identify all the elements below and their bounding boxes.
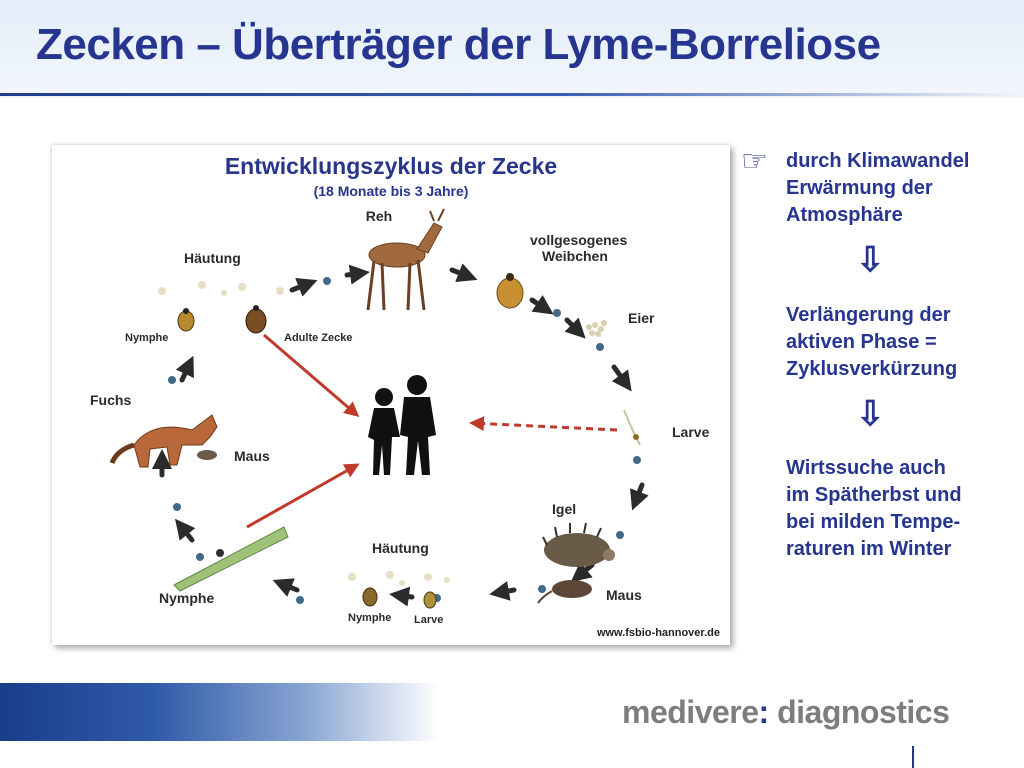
label-nymphe-bottom-left: Nymphe bbox=[159, 590, 214, 606]
cycle-dots bbox=[168, 277, 641, 604]
pointing-hand-icon: ☞ bbox=[741, 145, 768, 178]
side-block-active-phase: Verlängerung der aktiven Phase = Zyklusv… bbox=[786, 302, 957, 383]
side-line: aktiven Phase = bbox=[786, 331, 937, 353]
nymph-tick-bottom-icon bbox=[362, 587, 378, 607]
fox-icon bbox=[109, 414, 218, 468]
nymph-tick-top-icon bbox=[177, 308, 195, 332]
label-haeutung-top: Häutung bbox=[184, 250, 241, 266]
label-larve-bottom: Larve bbox=[414, 614, 443, 626]
larva-icon bbox=[623, 409, 641, 446]
side-line: raturen im Winter bbox=[786, 538, 952, 560]
label-nymphe-top: Nymphe bbox=[125, 332, 168, 344]
side-line: bei milden Tempe- bbox=[786, 511, 961, 533]
logo-left: medivere bbox=[622, 694, 759, 730]
adult-to-human-arrow bbox=[263, 333, 360, 417]
figure-title: Entwicklungszyklus der Zecke bbox=[224, 153, 558, 179]
medivere-logo: medivere: diagnostics bbox=[622, 694, 950, 731]
slide-title: Zecken – Überträger der Lyme-Borreliose bbox=[36, 20, 881, 69]
label-larve-right: Larve bbox=[672, 424, 710, 440]
humans-silhouette-icon bbox=[368, 375, 436, 475]
label-reh: Reh bbox=[366, 208, 392, 224]
hollow-down-arrow-icon: ⇩ bbox=[856, 395, 885, 433]
engorged-tick-icon bbox=[496, 273, 524, 309]
header-divider bbox=[0, 93, 1024, 96]
nymph-to-human-arrow bbox=[246, 463, 360, 529]
side-line: durch Klimawandel bbox=[786, 150, 970, 172]
hollow-down-arrow-icon: ⇩ bbox=[856, 241, 885, 279]
side-block-climate: durch Klimawandel Erwärmung der Atmosphä… bbox=[786, 148, 969, 229]
deer-icon bbox=[366, 208, 445, 311]
label-maus-left: Maus bbox=[234, 448, 270, 464]
side-line: Wirtssuche auch bbox=[786, 457, 946, 479]
corner-divider bbox=[912, 746, 914, 768]
side-line: Atmosphäre bbox=[786, 204, 903, 226]
slide-header bbox=[0, 0, 1024, 98]
figure-credit: www.fsbio-hannover.de bbox=[596, 627, 720, 639]
mouse-left-icon bbox=[197, 450, 217, 460]
side-line: Verlängerung der bbox=[786, 304, 951, 326]
side-line: im Spätherbst und bbox=[786, 484, 962, 506]
side-line: Erwärmung der bbox=[786, 177, 933, 199]
side-line: Zyklusverkürzung bbox=[786, 358, 958, 380]
label-weibchen-line2: Weibchen bbox=[542, 248, 608, 264]
eggs-icon bbox=[586, 320, 607, 337]
figure-subtitle: (18 Monate bis 3 Jahre) bbox=[313, 183, 469, 199]
larva-to-human-arrow bbox=[469, 416, 618, 432]
grass-blade-icon bbox=[173, 526, 289, 592]
molting-debris-top bbox=[158, 281, 284, 296]
label-fuchs: Fuchs bbox=[90, 392, 131, 408]
label-weibchen-line: vollgesogenes bbox=[530, 232, 627, 248]
logo-separator: : bbox=[758, 694, 770, 730]
molting-debris-bottom bbox=[348, 571, 450, 586]
mouse-right-icon bbox=[537, 580, 592, 604]
label-nymphe-bottom: Nymphe bbox=[348, 612, 391, 624]
label-eier: Eier bbox=[628, 310, 655, 326]
adult-tick-icon bbox=[245, 305, 267, 334]
logo-right: diagnostics bbox=[768, 694, 950, 730]
hedgehog-icon bbox=[542, 522, 615, 567]
label-igel: Igel bbox=[552, 501, 576, 517]
label-maus-right: Maus bbox=[606, 587, 642, 603]
cycle-arrows bbox=[152, 263, 649, 607]
larva-tick-bottom-icon bbox=[423, 591, 437, 609]
footer-gradient-bar bbox=[0, 683, 440, 741]
label-haeutung-bottom: Häutung bbox=[372, 540, 429, 556]
label-adulte-zecke: Adulte Zecke bbox=[284, 332, 352, 344]
side-block-host-seeking: Wirtssuche auch im Spätherbst und bei mi… bbox=[786, 455, 962, 563]
